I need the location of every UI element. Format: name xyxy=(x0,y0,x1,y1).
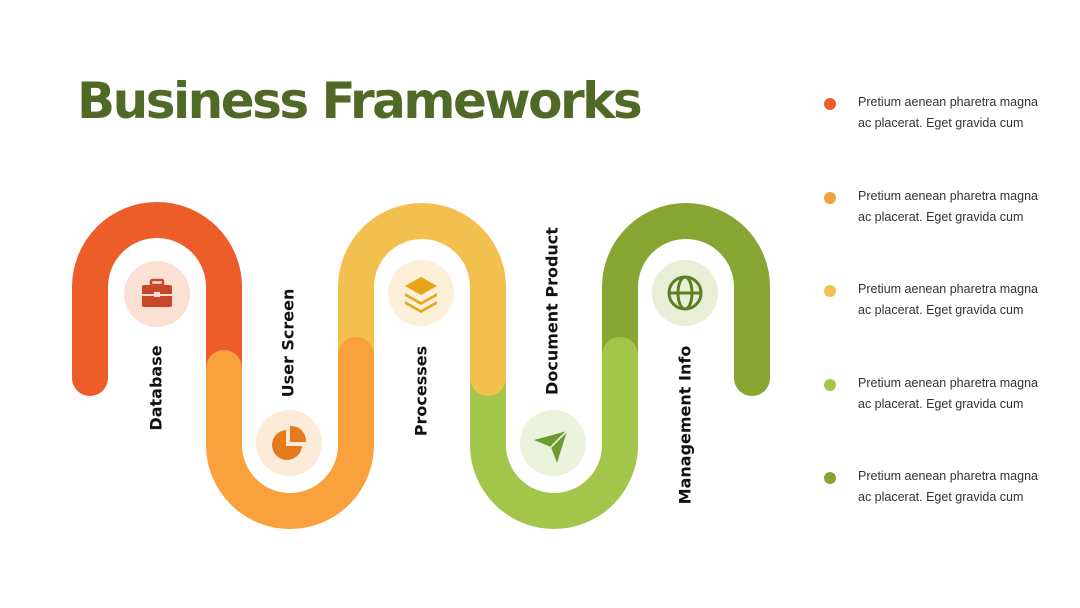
icon-circle-2 xyxy=(256,410,322,476)
bullet-text: Pretium aenean pharetra magna ac placera… xyxy=(858,189,1038,224)
send-icon xyxy=(534,430,568,463)
pie-chart-icon xyxy=(272,425,307,460)
step-label-management-info: Management Info xyxy=(675,345,695,505)
wave-segment-3 xyxy=(338,203,506,396)
step-label-user-screen: User Screen xyxy=(278,288,298,398)
bullet-dot xyxy=(824,285,836,297)
step-label-database: Database xyxy=(146,345,166,431)
globe-icon xyxy=(667,275,703,311)
wave-segment-1 xyxy=(72,202,242,396)
bullet-dot xyxy=(824,98,836,110)
bullet-dot xyxy=(824,379,836,391)
wave-segment-5 xyxy=(602,203,770,396)
wave-segment-2 xyxy=(206,337,374,529)
layers-icon xyxy=(405,277,437,313)
wave-segment-4 xyxy=(470,337,638,529)
bullet-dot xyxy=(824,192,836,204)
bullet-text: Pretium aenean pharetra magna ac placera… xyxy=(858,95,1038,130)
step-label-processes: Processes xyxy=(411,345,431,437)
bullet-text: Pretium aenean pharetra magna ac placera… xyxy=(858,376,1038,411)
briefcase-icon xyxy=(142,278,172,307)
bullet-text: Pretium aenean pharetra magna ac placera… xyxy=(858,282,1038,317)
bullet-text: Pretium aenean pharetra magna ac placera… xyxy=(858,469,1038,504)
step-label-document-product: Document Product xyxy=(542,227,562,395)
page-title: Business Frameworks xyxy=(77,72,643,130)
bullet-dot xyxy=(824,472,836,484)
